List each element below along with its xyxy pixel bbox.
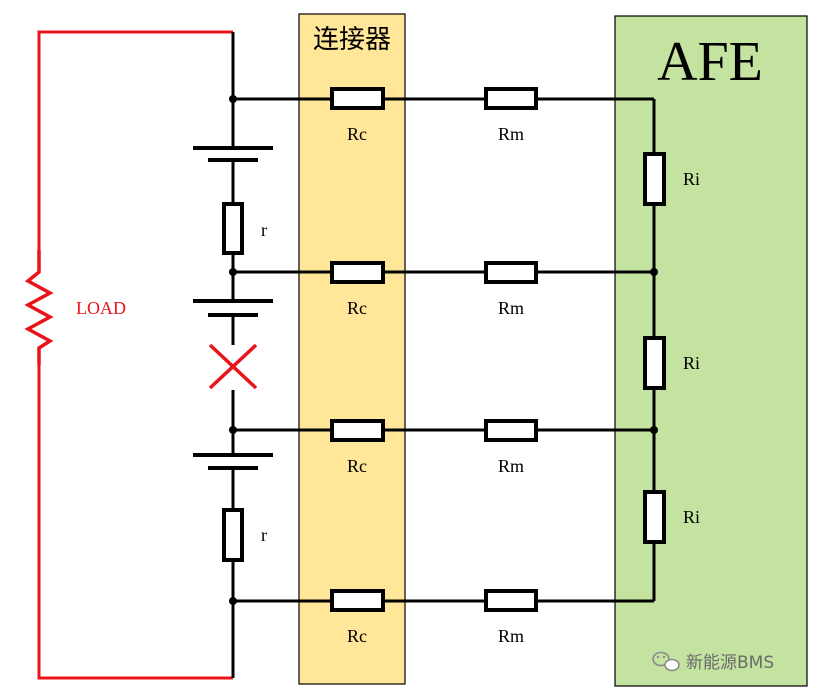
connector-panel bbox=[299, 14, 405, 684]
rc-label-1: Rc bbox=[347, 124, 367, 144]
battery-cell-1 bbox=[193, 148, 273, 160]
afe-title: AFE bbox=[657, 31, 763, 93]
junction-dots bbox=[229, 95, 658, 605]
sense-line-wires bbox=[233, 99, 654, 601]
cell-internal-resistor-1 bbox=[224, 204, 242, 253]
ri-label-2: Ri bbox=[683, 353, 700, 373]
rc-resistor-4 bbox=[332, 591, 383, 610]
rm-resistor-4 bbox=[486, 591, 536, 610]
cell-internal-resistor-2 bbox=[224, 510, 242, 560]
broken-connection-mark bbox=[210, 345, 256, 388]
battery-cell-2 bbox=[193, 301, 273, 315]
connector-title: 连接器 bbox=[313, 25, 391, 55]
load-loop: LOAD bbox=[28, 32, 233, 678]
battery-cell-3 bbox=[193, 455, 273, 468]
rm-label-3: Rm bbox=[498, 456, 524, 476]
rm-resistor-2 bbox=[486, 263, 536, 282]
rc-label-2: Rc bbox=[347, 298, 367, 318]
watermark-text: 新能源BMS bbox=[686, 653, 774, 673]
rm-resistor-3 bbox=[486, 421, 536, 440]
load-label: LOAD bbox=[76, 298, 126, 318]
load-wire-bottom bbox=[39, 365, 233, 678]
junction-dot bbox=[229, 597, 237, 605]
ri-resistor-1 bbox=[645, 154, 664, 204]
rc-label-3: Rc bbox=[347, 456, 367, 476]
junction-dot bbox=[650, 426, 658, 434]
rm-label-4: Rm bbox=[498, 626, 524, 646]
rc-resistor-1 bbox=[332, 89, 383, 108]
load-wire bbox=[39, 32, 233, 250]
cell-internal-resistor-2-label: r bbox=[261, 525, 267, 545]
rc-resistor-2 bbox=[332, 263, 383, 282]
rm-label-1: Rm bbox=[498, 124, 524, 144]
junction-dot bbox=[229, 268, 237, 276]
ri-resistor-2 bbox=[645, 338, 664, 388]
load-resistor bbox=[28, 250, 50, 365]
cell-internal-resistor-1-label: r bbox=[261, 220, 267, 240]
rm-resistor-1 bbox=[486, 89, 536, 108]
junction-dot bbox=[650, 268, 658, 276]
ri-label-1: Ri bbox=[683, 169, 700, 189]
ri-label-3: Ri bbox=[683, 507, 700, 527]
junction-dot bbox=[229, 95, 237, 103]
rc-resistor-3 bbox=[332, 421, 383, 440]
ri-resistor-3 bbox=[645, 492, 664, 542]
rc-label-4: Rc bbox=[347, 626, 367, 646]
junction-dot bbox=[229, 426, 237, 434]
rm-label-2: Rm bbox=[498, 298, 524, 318]
